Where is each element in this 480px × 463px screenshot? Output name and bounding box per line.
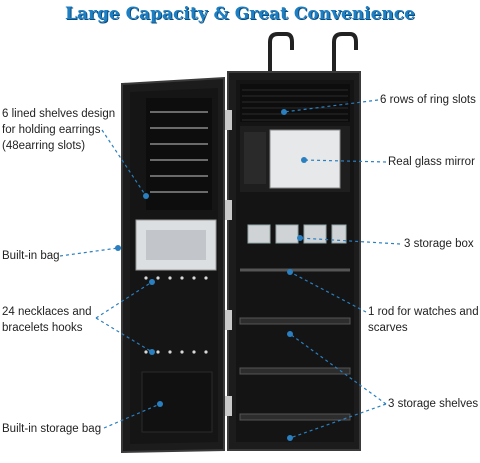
cabinet-door (121, 76, 225, 454)
storage-shelf (239, 413, 351, 421)
hinge (224, 200, 232, 220)
leader-dots (115, 109, 307, 441)
cabinet-body (227, 71, 361, 451)
label-earring-shelves: 6 lined shelves design for holding earri… (2, 108, 116, 152)
label-necklace-hooks: 24 necklaces and bracelets hooks (2, 306, 92, 334)
hinge (224, 310, 232, 330)
leader-lines (59, 99, 401, 439)
door-hook-right (332, 32, 358, 78)
hinge (224, 110, 232, 130)
label-built-in-bag: Built-in bag (2, 250, 60, 262)
storage-boxes (247, 224, 347, 244)
label-watch-rod: 1 rod for watches and scarves (368, 306, 479, 334)
storage-shelf (239, 367, 351, 375)
page-title: Large Capacity & Great Convenience (65, 4, 415, 24)
door-hook-left (268, 32, 294, 78)
label-ring-slots: 6 rows of ring slots (380, 94, 476, 106)
label-storage-bag: Built-in storage bag (2, 423, 102, 435)
ring-slots (240, 84, 350, 122)
earring-shelves (146, 98, 212, 210)
label-storage-box: 3 storage box (404, 238, 474, 250)
storage-shelf (239, 317, 351, 325)
label-glass-mirror: Real glass mirror (388, 156, 475, 168)
hinge (224, 396, 232, 416)
storage-bag (141, 371, 213, 433)
necklace-hooks (144, 276, 208, 354)
label-storage-shelves: 3 storage shelves (388, 398, 479, 410)
